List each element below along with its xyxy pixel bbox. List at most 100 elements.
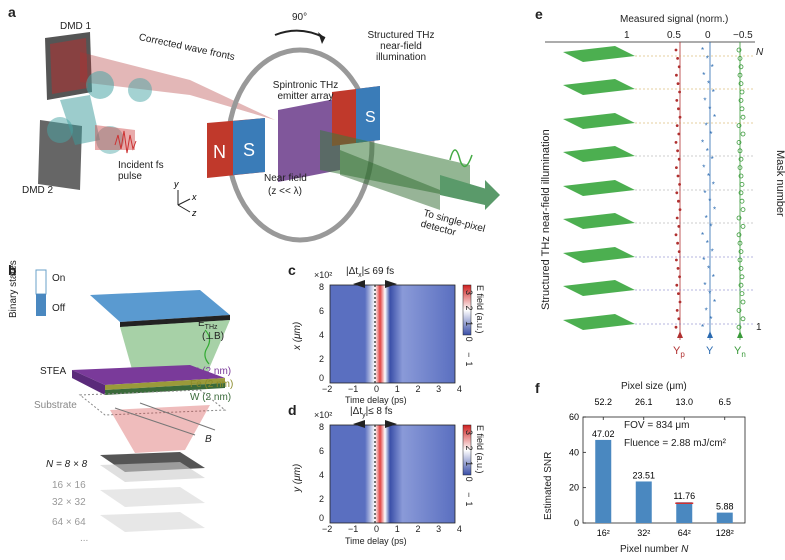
yn-point [736, 140, 742, 145]
yp-point [677, 225, 681, 228]
d-cbar-ticks: 3 2 1 0 −1 [464, 430, 474, 511]
svg-text:S: S [243, 140, 255, 160]
yp-point [678, 183, 681, 186]
e-title: Measured signal (norm.) [620, 14, 729, 25]
yn-point [736, 47, 742, 53]
yn-point [738, 249, 744, 255]
yp-point [675, 99, 679, 102]
panel-e-plot: ********************************** [545, 41, 755, 340]
c-xlabel: Time delay (ps) [345, 395, 407, 405]
c-scale: ×10² [314, 270, 333, 280]
e-n-bottom: 1 [756, 322, 762, 333]
yn-point [740, 114, 746, 120]
y-point: * [709, 130, 712, 139]
yp-point [677, 317, 681, 321]
ethz-cond: (⊥B) [202, 331, 225, 342]
y-point: * [702, 71, 705, 80]
f-fov: FOV = 834 μm [624, 420, 690, 431]
y-point: * [709, 315, 712, 324]
panel-e-label: e [535, 6, 543, 22]
yn-point [737, 55, 743, 61]
dmd2-mirror [38, 120, 82, 190]
f-ytick-label: 40 [569, 447, 579, 457]
e-y: Y [706, 345, 714, 357]
yp-point [674, 48, 678, 52]
y-point: * [701, 231, 704, 240]
y-point: * [713, 298, 716, 307]
near-field-cond: (z << λ) [268, 186, 302, 197]
e-tick: 0.5 [667, 30, 681, 41]
emitter-label: Spintronic THz emitter array [272, 80, 339, 102]
c-ytick: 6 [319, 306, 325, 316]
angle-label: 90° [292, 12, 308, 23]
y-point: * [701, 138, 704, 147]
yn-point [740, 131, 746, 137]
f-fluence: Fluence = 2.88 mJ/cm² [624, 438, 726, 449]
size-64: 64 × 64 [52, 517, 86, 528]
dmd2-label: DMD 2 [22, 185, 54, 196]
y-point: * [701, 323, 704, 332]
yp-point [678, 300, 682, 304]
d-scale: ×10² [314, 410, 333, 420]
y-point: * [707, 264, 710, 273]
f-ylabel: Estimated SNR [543, 451, 554, 520]
yn-point [740, 316, 746, 322]
yn-point [737, 72, 743, 78]
off-label: Off [52, 303, 66, 314]
yn-point [736, 123, 742, 128]
y-point: * [711, 155, 714, 164]
yp-point [678, 90, 681, 94]
e-tick: 0 [705, 30, 711, 41]
on-label: On [52, 273, 66, 284]
yp-point [678, 208, 682, 212]
yn-point [738, 81, 744, 86]
c-cbar-label: E field (a.u.) [475, 285, 485, 334]
d-ylabel: y (μm) [292, 463, 303, 492]
d-ytick: 0 [319, 513, 325, 523]
c-ylabel: x (μm) [292, 321, 303, 350]
y-point: * [705, 306, 708, 315]
yp-point [677, 107, 680, 111]
y-point: * [709, 222, 712, 231]
size-more: ... [80, 533, 89, 544]
yn-point [739, 291, 745, 297]
f-top-axis: Pixel size (μm) [621, 381, 687, 392]
snr-category-label: 64² [678, 528, 691, 538]
yn-point [738, 98, 744, 103]
pixel-size-label: 13.0 [675, 397, 693, 407]
yp-point [677, 292, 680, 295]
y-point: * [703, 96, 706, 105]
c-ytick: 4 [319, 330, 325, 340]
y-point: * [711, 63, 714, 72]
b-field-label: B [205, 434, 212, 445]
yp-point [676, 82, 680, 85]
colorbar-c [462, 284, 472, 336]
snr-value-label: 5.88 [716, 502, 734, 512]
panel-a-illustration: y x z N S S [38, 29, 500, 243]
snr-value-label: 23.51 [632, 470, 655, 480]
c-cbar-ticks: 3 2 1 0 −1 [464, 290, 474, 371]
f-ytick-label: 0 [574, 518, 579, 528]
yn-point [739, 106, 745, 112]
e-mask-number: Mask number [774, 150, 785, 217]
yn-point [736, 324, 742, 330]
yp-point [675, 258, 678, 262]
yn-point [739, 198, 745, 204]
layer-fe: Fe (2 nm) [190, 379, 234, 390]
yp-point [676, 149, 679, 153]
yn-point [738, 173, 744, 179]
layer-w: W (2 nm) [190, 392, 232, 403]
binary-array [90, 290, 230, 322]
svg-text:N: N [213, 142, 226, 162]
y-point: * [712, 88, 715, 97]
yn-point [737, 240, 743, 246]
c-ytick: 8 [319, 282, 325, 292]
yn-point [739, 274, 745, 280]
svg-text:z: z [191, 208, 197, 218]
e-tick: −0.5 [733, 30, 753, 41]
heatmap-figures [329, 280, 472, 524]
yn-point [740, 223, 746, 229]
heatmap-d [329, 424, 456, 524]
snr-bar [595, 439, 612, 523]
heatmap-c [329, 284, 456, 384]
